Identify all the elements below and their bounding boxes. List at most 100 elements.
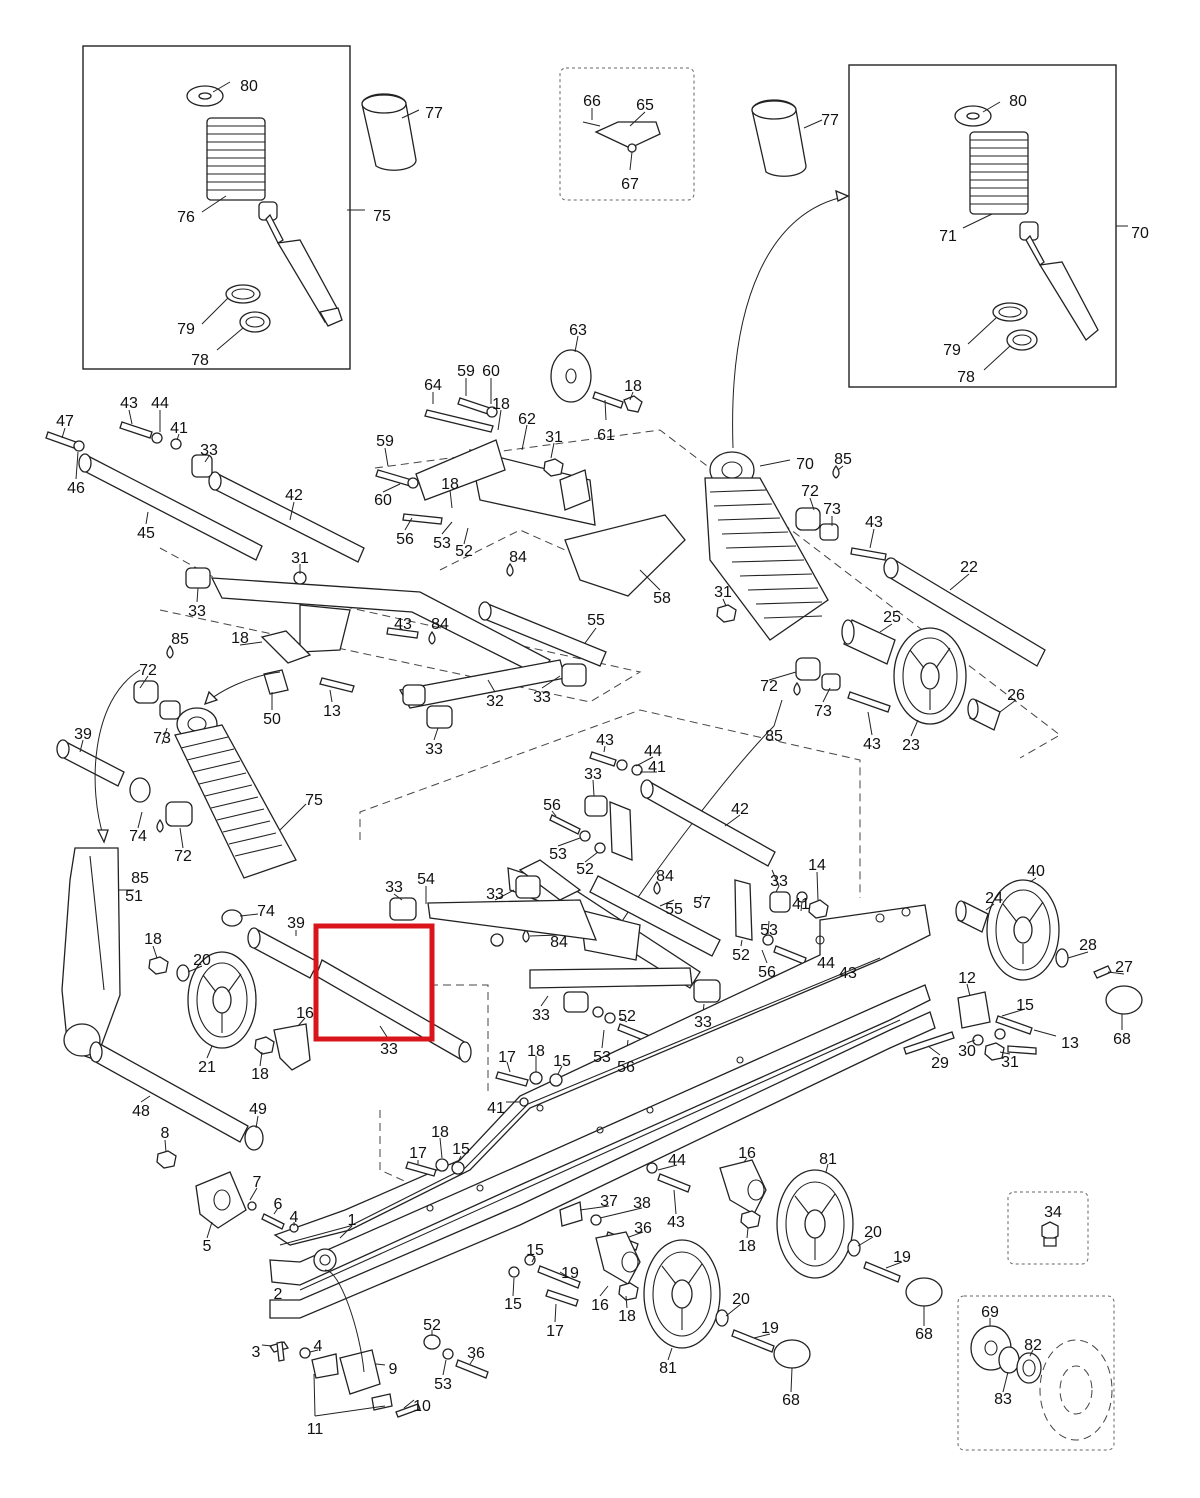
callout-label: 33 xyxy=(425,741,443,758)
callout-label: 61 xyxy=(597,427,615,444)
callout-label: 22 xyxy=(960,559,978,576)
callout-label: 43 xyxy=(865,514,883,531)
callout-label: 49 xyxy=(249,1101,267,1118)
callout-label: 15 xyxy=(452,1141,470,1158)
callout-label: 48 xyxy=(132,1103,150,1120)
callout-label: 63 xyxy=(569,322,587,339)
callout-label: 18 xyxy=(618,1308,636,1325)
idler-wheel-21 xyxy=(187,951,257,1049)
callout-label: 15 xyxy=(504,1296,522,1313)
callout-label: 41 xyxy=(792,896,810,913)
callout-label: 52 xyxy=(455,543,473,560)
highlight-box xyxy=(313,923,435,1042)
callout-label: 30 xyxy=(958,1043,976,1060)
callout-label: 42 xyxy=(285,487,303,504)
spacer-25 xyxy=(841,619,896,665)
callout-label: 43 xyxy=(839,965,857,982)
shaft-42-upper xyxy=(208,471,365,563)
callout-label: 85 xyxy=(131,870,149,887)
callout-label: 52 xyxy=(423,1317,441,1334)
callout-label: 1 xyxy=(348,1212,357,1229)
callout-label: 46 xyxy=(67,480,85,497)
shaft-45 xyxy=(78,453,263,561)
callout-label: 80 xyxy=(240,78,258,95)
callout-label: 33 xyxy=(533,689,551,706)
callout-label: 84 xyxy=(431,616,449,633)
callout-label: 18 xyxy=(431,1124,449,1141)
bearing-detail-box-69 xyxy=(957,1295,1115,1451)
slider-block-12 xyxy=(903,991,1037,1061)
callout-label: 64 xyxy=(424,377,442,394)
shock-detail-box-left xyxy=(82,45,420,370)
callout-label: 36 xyxy=(634,1220,652,1237)
arrow-70 xyxy=(732,195,849,449)
shaft-42-mid xyxy=(640,779,776,867)
callout-label: 44 xyxy=(668,1152,686,1169)
callout-label: 33 xyxy=(200,442,218,459)
callout-label: 44 xyxy=(151,395,169,412)
swing-arm-32 xyxy=(185,567,587,729)
callout-label: 80 xyxy=(1009,93,1027,110)
callout-label: 56 xyxy=(396,531,414,548)
callout-label: 81 xyxy=(819,1151,837,1168)
callout-label: 31 xyxy=(1001,1054,1019,1071)
callout-label: 53 xyxy=(760,922,778,939)
callout-label: 65 xyxy=(636,97,654,114)
callout-label: 69 xyxy=(981,1304,999,1321)
callout-label: 84 xyxy=(656,868,674,885)
bracket-16-upper xyxy=(254,1023,311,1071)
callout-label: 18 xyxy=(492,396,510,413)
callout-label: 24 xyxy=(985,890,1003,907)
washer-63 xyxy=(550,349,592,403)
callout-label: 20 xyxy=(193,952,211,969)
callout-label: 18 xyxy=(624,378,642,395)
callout-label: 84 xyxy=(509,549,527,566)
callout-label: 78 xyxy=(957,369,975,386)
callout-label: 83 xyxy=(994,1391,1012,1408)
callout-label: 75 xyxy=(373,208,391,225)
callout-label: 14 xyxy=(808,857,826,874)
callout-label: 15 xyxy=(1016,997,1034,1014)
callout-label: 33 xyxy=(584,766,602,783)
callout-label: 42 xyxy=(731,801,749,818)
callout-label: 72 xyxy=(760,678,778,695)
callout-label: 38 xyxy=(633,1195,651,1212)
callout-label: 32 xyxy=(486,693,504,710)
slide-rail-1 xyxy=(269,904,936,1319)
callout-label: 40 xyxy=(1027,863,1045,880)
swing-arm-57 xyxy=(389,859,753,1043)
callout-label: 17 xyxy=(498,1049,516,1066)
shock-absorber-70 xyxy=(704,451,891,713)
callout-label: 18 xyxy=(527,1043,545,1060)
shaft-48 xyxy=(89,1041,249,1143)
callout-label: 85 xyxy=(834,451,852,468)
callout-label: 67 xyxy=(621,176,639,193)
callout-label: 73 xyxy=(153,730,171,747)
callout-label: 47 xyxy=(56,413,74,430)
callout-label: 37 xyxy=(600,1193,618,1210)
callout-label: 79 xyxy=(943,342,961,359)
callout-label: 18 xyxy=(441,476,459,493)
callout-label: 41 xyxy=(487,1100,505,1117)
callout-label: 9 xyxy=(389,1361,398,1378)
callout-label: 33 xyxy=(385,879,403,896)
callout-label: 72 xyxy=(139,662,157,679)
callout-label: 33 xyxy=(380,1041,398,1058)
callout-label: 53 xyxy=(434,1376,452,1393)
callout-label: 7 xyxy=(253,1174,262,1191)
callout-label: 19 xyxy=(561,1265,579,1282)
callout-label: 15 xyxy=(526,1242,544,1259)
callout-label: 72 xyxy=(801,483,819,500)
callout-label: 31 xyxy=(714,584,732,601)
bracket-16-right xyxy=(719,1159,767,1229)
spring-71 xyxy=(969,131,1029,215)
callout-label: 33 xyxy=(188,603,206,620)
idler-wheel-81-upper xyxy=(776,1169,854,1279)
callout-label: 10 xyxy=(413,1398,431,1415)
callout-label: 68 xyxy=(1113,1031,1131,1048)
callout-label: 45 xyxy=(137,525,155,542)
link-51 xyxy=(61,847,121,1061)
callout-label: 52 xyxy=(732,947,750,964)
